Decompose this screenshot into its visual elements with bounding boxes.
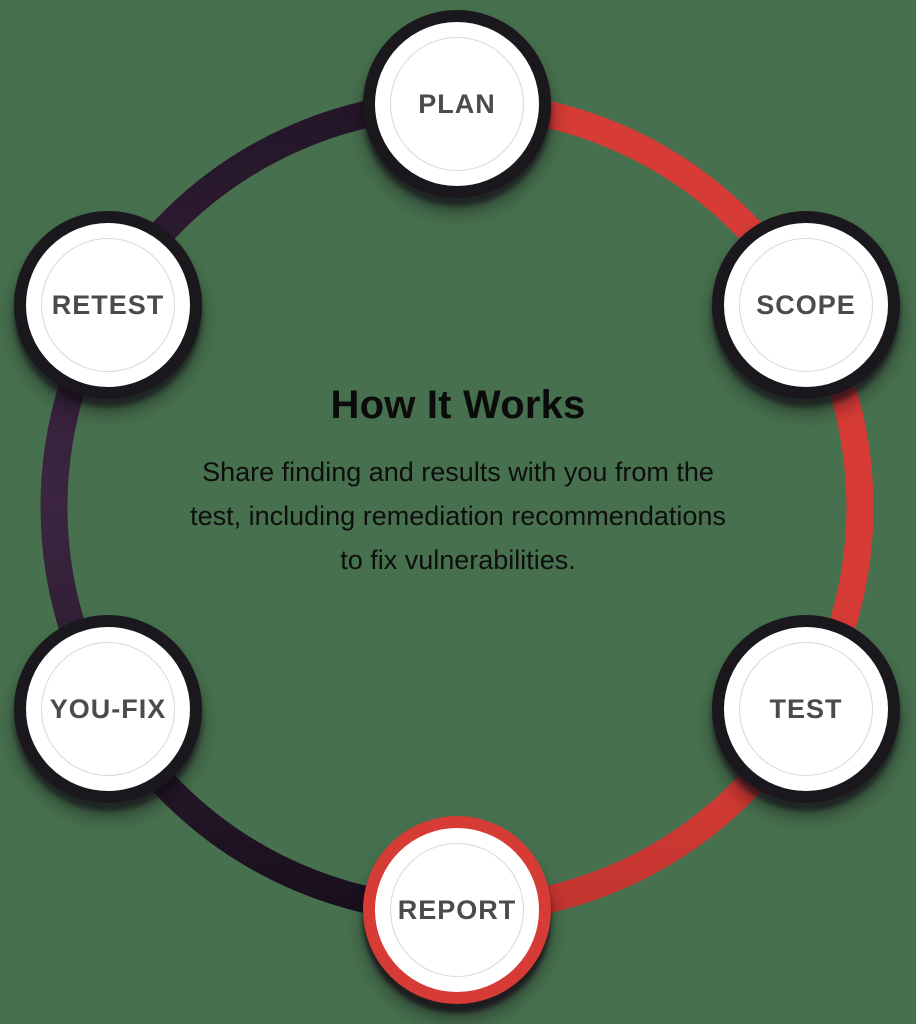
center-text-block: How It Works Share finding and results w… (158, 383, 758, 582)
diagram-title: How It Works (330, 383, 586, 427)
step-label-report: REPORT (397, 894, 517, 925)
step-node-report: REPORT (363, 816, 551, 1004)
step-node-you-fix: YOU-FIX (14, 615, 202, 803)
step-label-you-fix: YOU-FIX (49, 693, 167, 724)
ring-dark-arc (40, 90, 458, 924)
step-node-scope: SCOPE (712, 211, 900, 399)
diagram-description: Share finding and results with you from … (190, 457, 726, 575)
step-node-plan: PLAN (363, 10, 551, 198)
ring-red-arc (456, 90, 874, 924)
step-node-test: TEST (712, 615, 900, 803)
step-node-retest: RETEST (14, 211, 202, 399)
step-label-scope: SCOPE (756, 289, 856, 320)
step-label-test: TEST (769, 693, 843, 724)
step-label-retest: RETEST (51, 289, 165, 320)
step-label-plan: PLAN (418, 88, 496, 119)
